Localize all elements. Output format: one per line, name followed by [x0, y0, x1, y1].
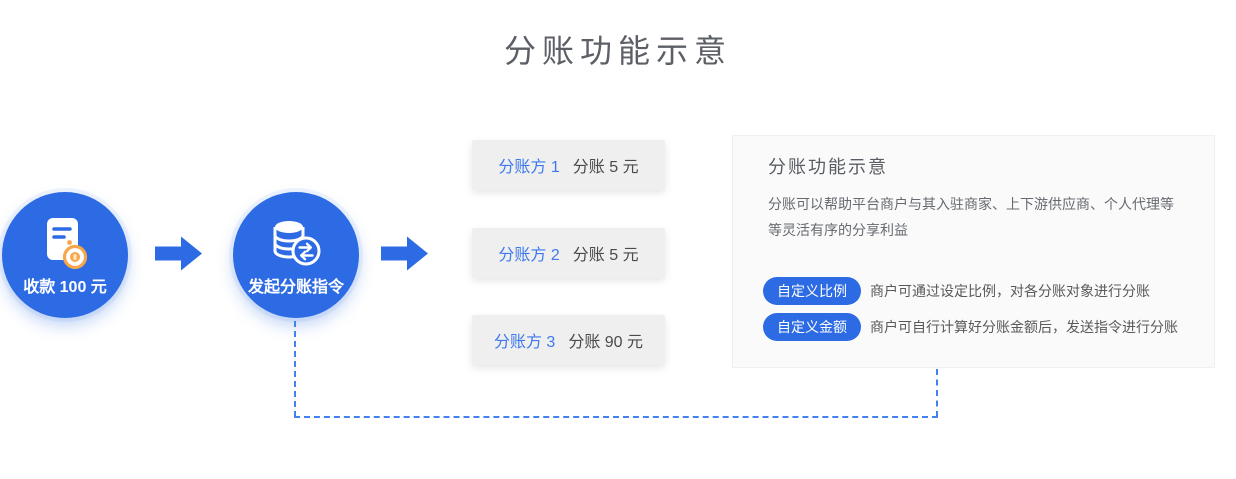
flow-node-receive-label: 收款 100 元: [23, 279, 107, 296]
feature-tag-badge: 自定义金额: [763, 313, 861, 341]
receipt-coin-icon: [47, 218, 88, 270]
recipient-name: 分账方 2: [498, 247, 560, 264]
feature-text: 商户可自行计算好分账金额后，发送指令进行分账: [870, 319, 1178, 335]
connector-line-horizontal: [294, 416, 938, 418]
arrow-right-icon: [381, 236, 428, 271]
page-title: 分账功能示意: [503, 33, 732, 69]
info-panel-title: 分账功能示意: [768, 157, 888, 177]
recipient-card-1: 分账方 1 分账 5 元: [472, 140, 665, 190]
recipient-name: 分账方 3: [493, 334, 556, 351]
flow-node-receive: 收款 100 元: [2, 192, 128, 318]
flow-node-instruct-label: 发起分账指令: [247, 279, 344, 296]
recipient-amount: 分账 5 元: [572, 159, 639, 176]
recipient-name: 分账方 1: [498, 159, 560, 176]
info-panel: 分账功能示意 分账可以帮助平台商户与其入驻商家、上下游供应商、个人代理等等灵活有…: [732, 135, 1215, 368]
recipient-card-3: 分账方 3 分账 90 元: [472, 315, 665, 365]
info-panel-description: 分账可以帮助平台商户与其入驻商家、上下游供应商、个人代理等等灵活有序的分享利益: [768, 196, 1174, 238]
feature-tag-badge: 自定义比例: [763, 277, 861, 305]
recipient-card-2: 分账方 2 分账 5 元: [472, 228, 665, 278]
recipient-amount: 分账 90 元: [568, 334, 644, 351]
feature-text: 商户可通过设定比例，对各分账对象进行分账: [870, 283, 1150, 299]
connector-line-vertical-left: [294, 321, 296, 417]
feature-row-ratio: 自定义比例 商户可通过设定比例，对各分账对象进行分账: [763, 277, 1150, 305]
coin-stack-transfer-icon: [273, 221, 321, 266]
connector-line-vertical-right: [936, 369, 938, 417]
recipient-amount: 分账 5 元: [572, 247, 639, 264]
arrow-right-icon: [155, 236, 202, 271]
feature-row-amount: 自定义金额 商户可自行计算好分账金额后，发送指令进行分账: [763, 313, 1178, 341]
flow-node-instruct: 发起分账指令: [233, 192, 359, 318]
